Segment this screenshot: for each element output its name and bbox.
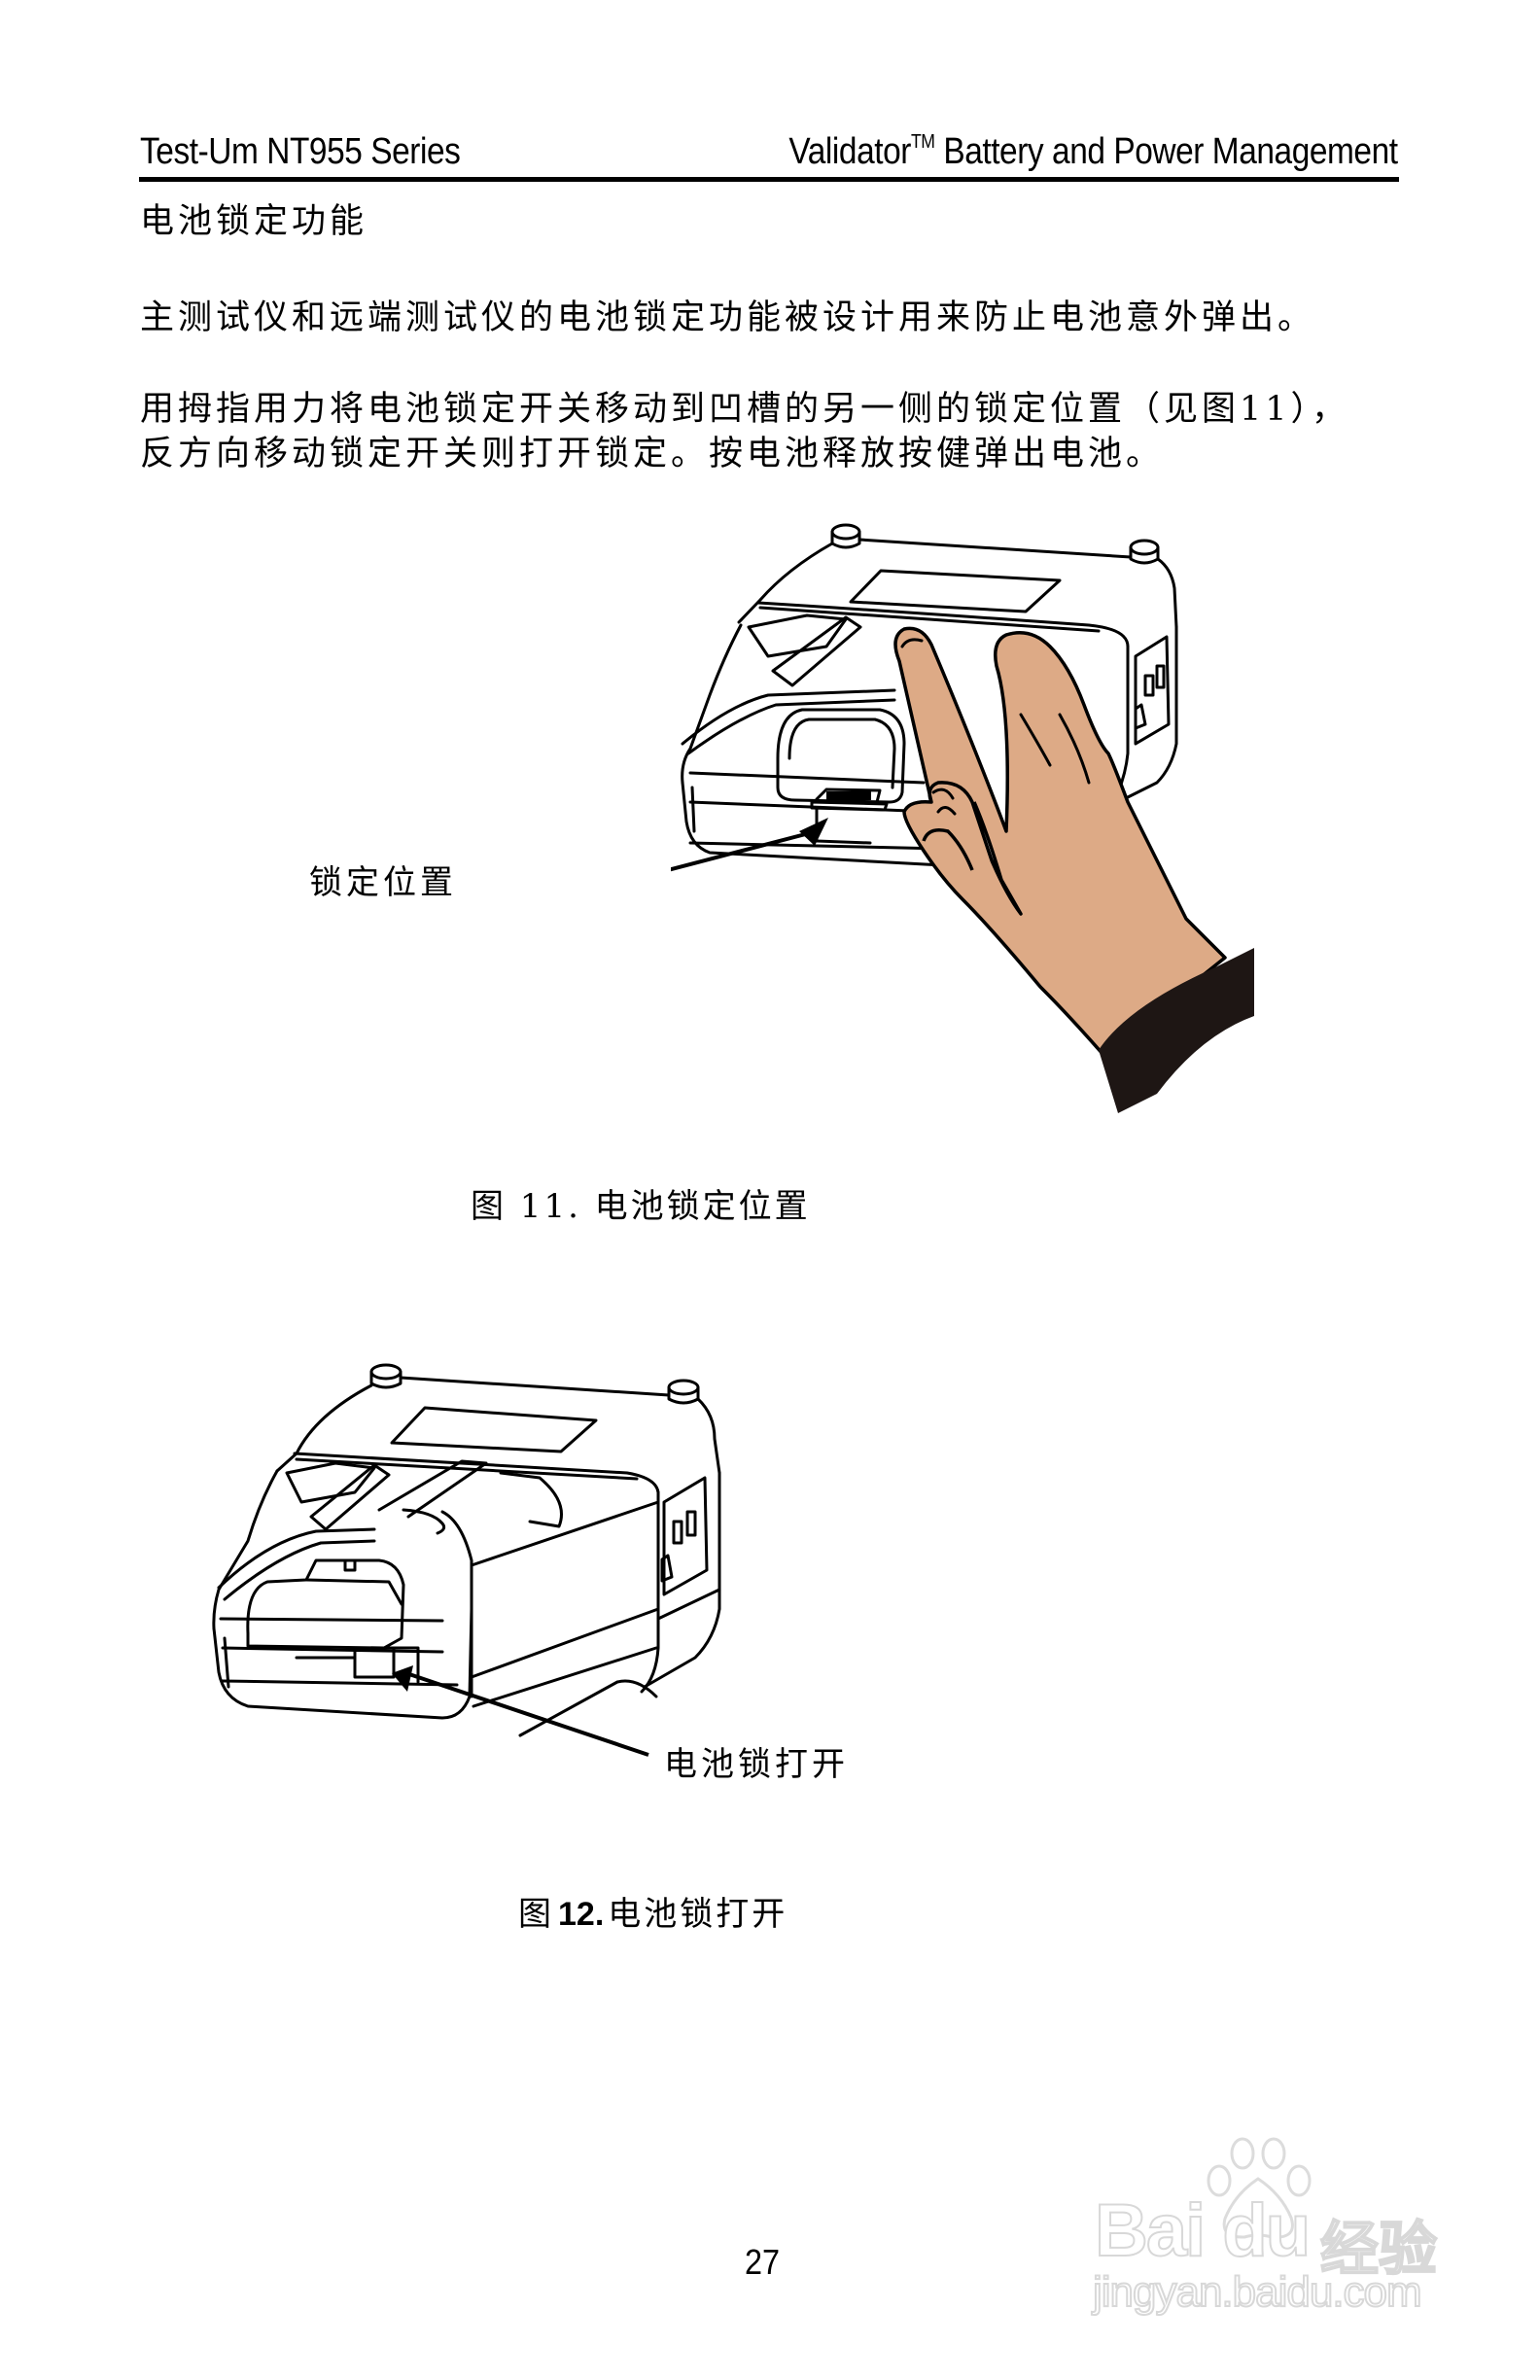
figure-12-number: 12. <box>558 1896 605 1933</box>
header-series-title: Test-Um NT955 Series <box>140 131 461 172</box>
header-product-name: Validator <box>788 131 912 172</box>
figure-11-illustration <box>671 510 1254 1113</box>
figure-12-illustration <box>209 1356 792 1774</box>
section-title: 电池锁定功能 <box>140 202 368 241</box>
figure-12-caption-text: 电池锁打开 <box>608 1895 788 1934</box>
header-rule <box>139 177 1399 182</box>
paragraph-line: 反方向移动锁定开关则打开锁定。按电池释放按健弹出电池。 <box>140 435 1165 473</box>
header-chapter-title: ValidatorTM Battery and Power Management <box>788 131 1399 172</box>
paragraph-instructions: 用拇指用力将电池锁定开关移动到凹槽的另一侧的锁定位置（见图11）， 反方向移动锁… <box>140 387 1349 476</box>
device-with-hand-drawing <box>671 523 1254 1113</box>
watermark-brand-cn: 经验 <box>1319 2215 1438 2285</box>
paragraph-intro: 主测试仪和远端测试仪的电池锁定功能被设计用来防止电池意外弹出。 <box>140 298 1316 337</box>
device-unlocked-drawing <box>212 1363 721 1757</box>
baidu-jingyan-watermark: Bai du 经验 jingyan.baidu.com <box>1089 2137 1458 2328</box>
trademark-symbol: TM <box>911 131 935 153</box>
figure-12-caption-prefix: 图 <box>518 1895 554 1934</box>
watermark-url: jingyan.baidu.com <box>1092 2267 1423 2317</box>
watermark-brand: Bai du <box>1094 2188 1312 2273</box>
callout-lock-position: 锁定位置 <box>309 863 457 902</box>
callout-lock-open: 电池锁打开 <box>664 1745 849 1784</box>
page-number: 27 <box>745 2242 781 2282</box>
header-chapter-name: Battery and Power Management <box>934 131 1399 172</box>
paw-logo-icon <box>1207 2137 1312 2239</box>
paragraph-line: 用拇指用力将电池锁定开关移动到凹槽的另一侧的锁定位置（见图11）， <box>140 390 1350 429</box>
figure-11-caption: 图 11. 电池锁定位置 <box>471 1187 811 1226</box>
